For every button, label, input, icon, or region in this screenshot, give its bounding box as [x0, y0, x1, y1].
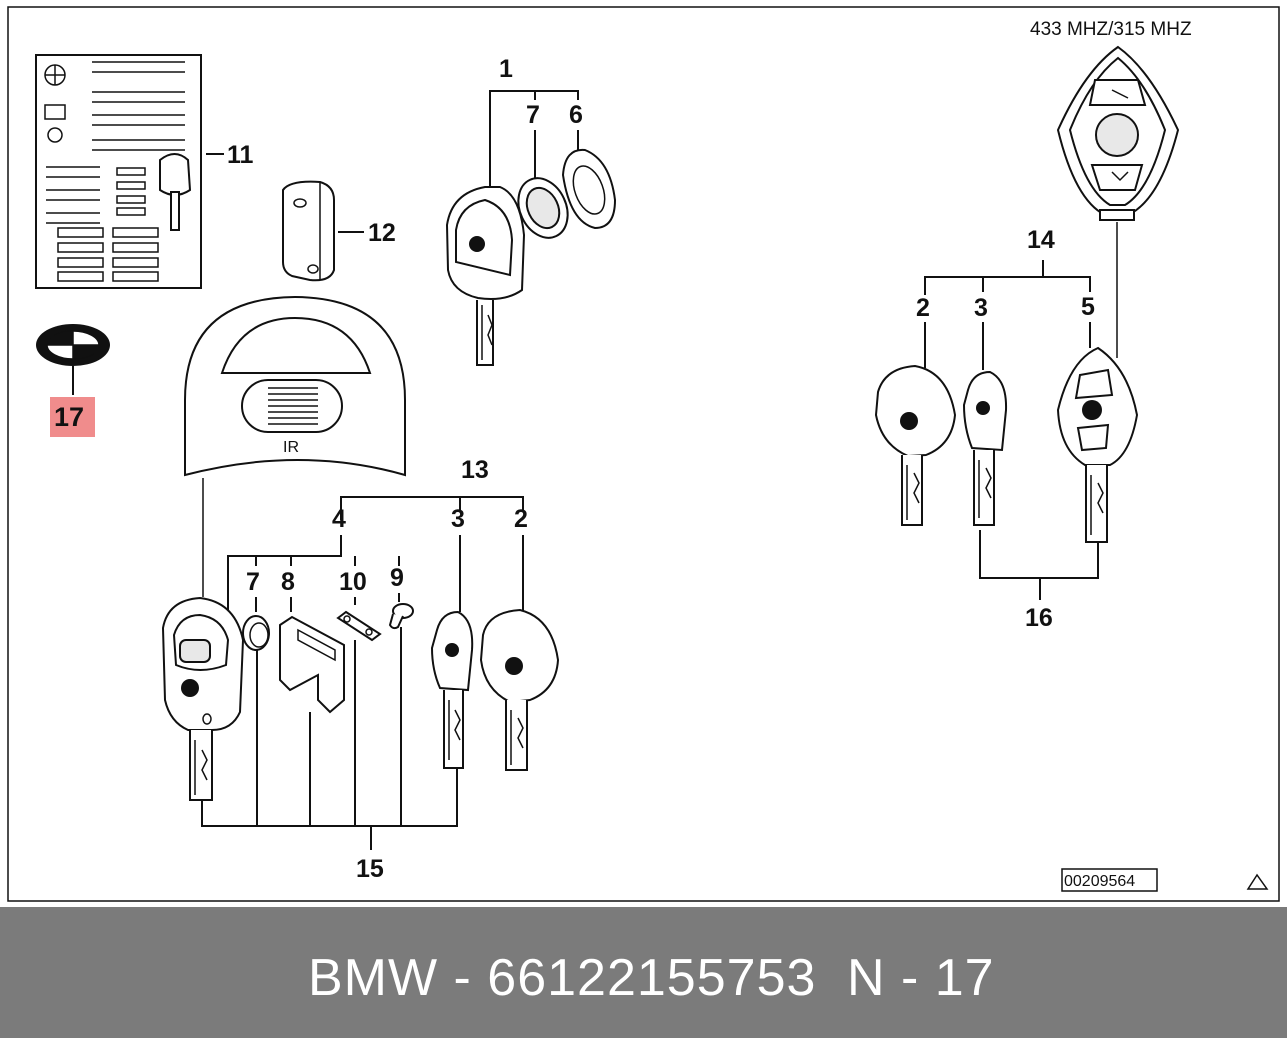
bracket-16 — [979, 530, 1099, 579]
callout-12: 12 — [368, 219, 396, 247]
diagram-border — [7, 6, 1280, 902]
key-2-bottom[interactable] — [479, 608, 560, 771]
key-tag[interactable] — [282, 180, 335, 282]
seal-ring-7[interactable] — [509, 170, 577, 246]
callout-10: 10 — [339, 568, 367, 596]
bracket-4 — [227, 535, 400, 610]
callout-3-right: 3 — [974, 294, 988, 322]
callout-4: 4 — [332, 505, 346, 533]
callout-6: 6 — [569, 101, 583, 129]
exploded-parts-diagram: 433 MHZ/315 MHZ — [7, 6, 1280, 902]
key-housing-1[interactable] — [445, 186, 526, 366]
caption-bar — [0, 907, 1287, 1038]
callout-14: 14 — [1027, 226, 1055, 254]
callout-1: 1 — [499, 55, 513, 83]
screw-9[interactable] — [388, 603, 414, 630]
remote-fob-433mhz[interactable] — [1056, 45, 1180, 221]
frequency-note: 433 MHZ/315 MHZ — [1030, 19, 1192, 40]
callout-3-bottom: 3 — [451, 505, 465, 533]
ir-label: IR — [283, 439, 299, 456]
warning-triangle-icon — [1246, 873, 1269, 890]
callout-7-bottom: 7 — [246, 568, 260, 596]
callout-9: 9 — [390, 564, 404, 592]
seal-plug-7[interactable] — [242, 615, 270, 651]
callout-7-top: 7 — [526, 101, 540, 129]
diagram-frame: 433 MHZ/315 MHZ — [7, 6, 1280, 902]
contact-plate-10[interactable] — [336, 610, 382, 642]
callout-11: 11 — [227, 141, 254, 169]
part-number-caption: BMW - 66122155753 — [308, 949, 817, 1007]
bracket-15 — [201, 627, 458, 827]
callout-17: 17 — [54, 402, 84, 432]
callout-17-highlight — [50, 397, 95, 437]
drawing-number-box — [1061, 868, 1158, 892]
callout-8: 8 — [281, 568, 295, 596]
bracket-1 — [489, 90, 579, 195]
bracket-insert-8[interactable] — [279, 615, 345, 714]
key-3-bottom[interactable] — [430, 610, 474, 769]
key-2-right[interactable] — [874, 364, 957, 526]
callout-13: 13 — [461, 456, 489, 484]
drawing-number: 00209564 — [1064, 873, 1135, 890]
callout-16: 16 — [1025, 604, 1053, 632]
callout-5: 5 — [1081, 293, 1095, 321]
callout-2-bottom: 2 — [514, 505, 528, 533]
ir-remote-key[interactable] — [161, 596, 245, 801]
bmw-emblem[interactable] — [36, 324, 110, 366]
key-3-right[interactable] — [962, 370, 1008, 526]
bracket-14 — [924, 260, 1091, 295]
cover-cap-6[interactable] — [561, 148, 617, 230]
key-5-remote[interactable] — [1056, 346, 1139, 543]
ir-key-cover[interactable]: IR — [184, 295, 406, 477]
callout-15: 15 — [356, 855, 384, 883]
bracket-13 — [340, 496, 524, 520]
callout-2-right: 2 — [916, 294, 930, 322]
reference-caption: N - 17 — [847, 949, 995, 1007]
owner-manual-card[interactable] — [35, 54, 202, 289]
